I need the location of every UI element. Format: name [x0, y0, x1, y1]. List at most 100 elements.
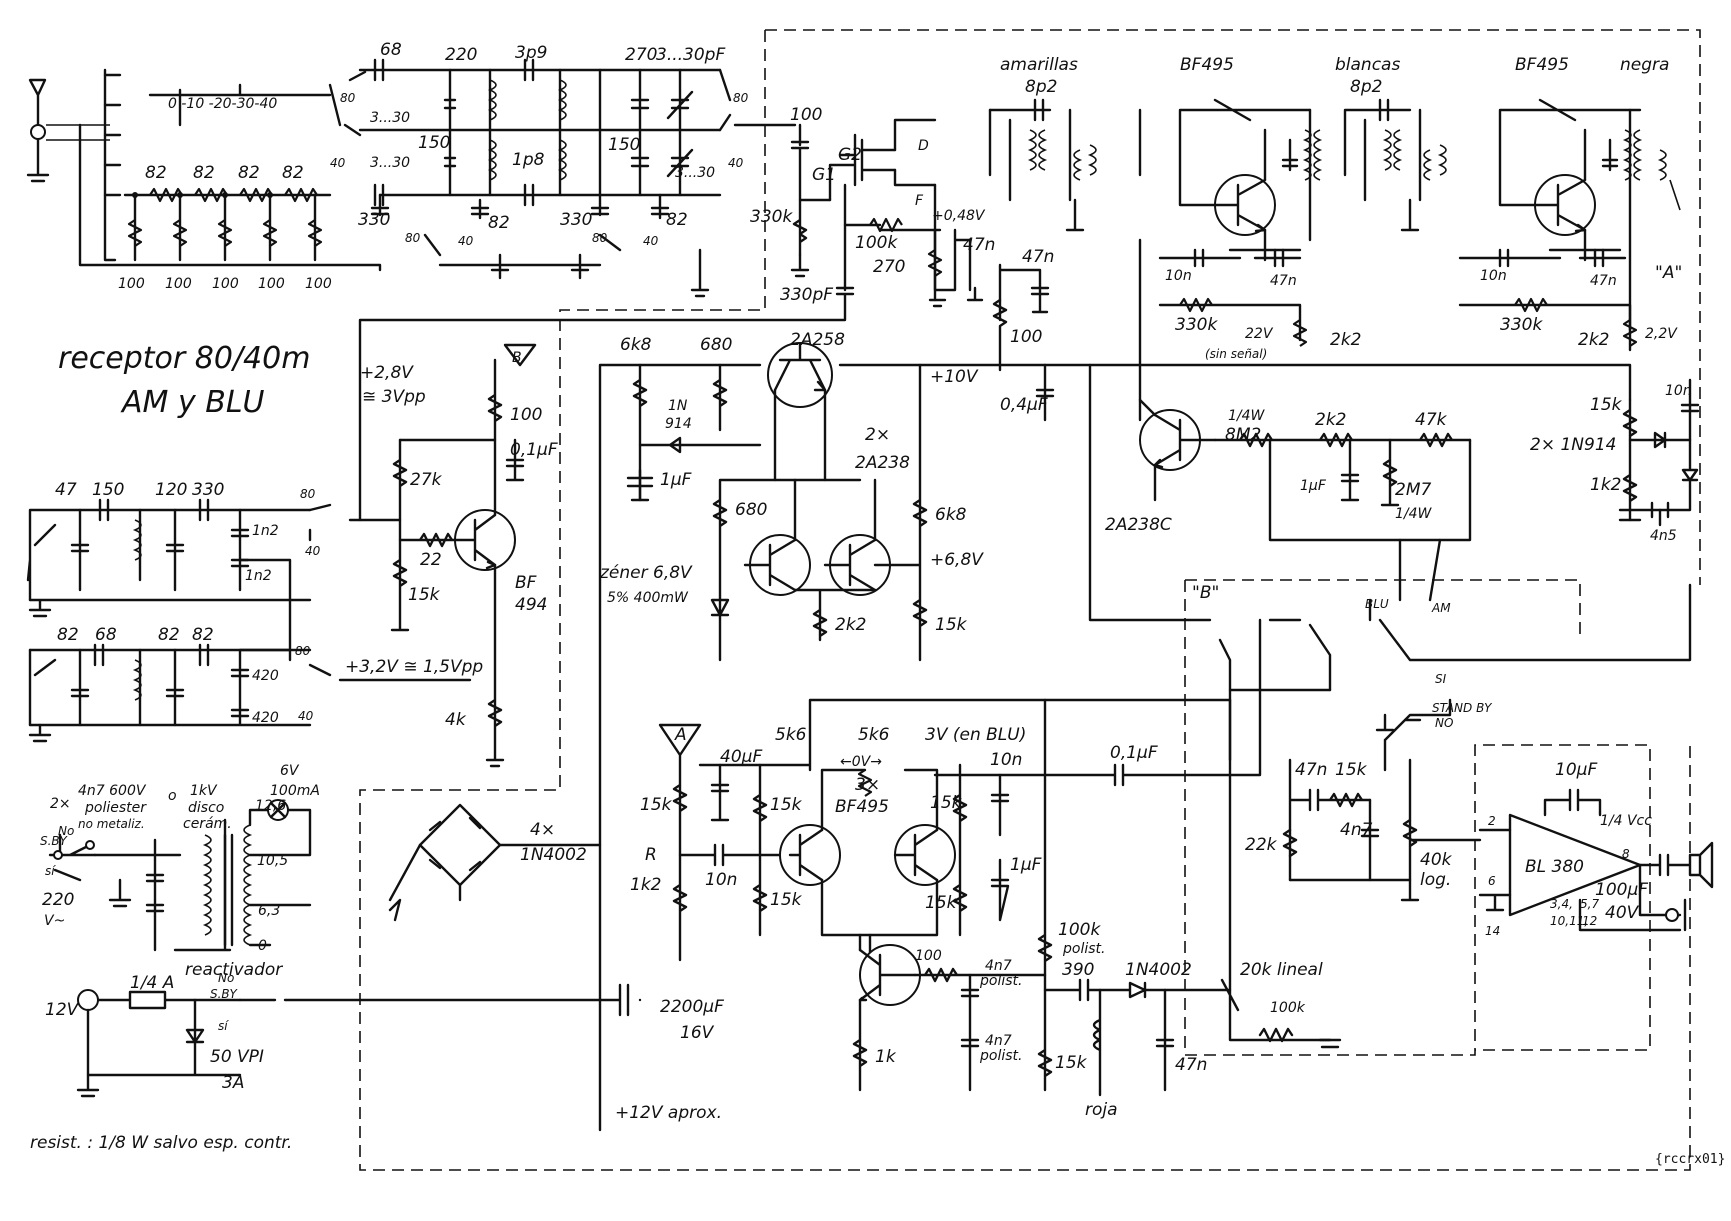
- label-c220: 220: [445, 45, 477, 65]
- label-c10nc: 10n: [1665, 383, 1692, 399]
- label-c330a: 330: [358, 210, 390, 230]
- label-fuse: 1/4 A: [130, 973, 174, 993]
- label-cap-b1: 1kV: [190, 783, 218, 799]
- label-sw-sby: S.BY: [40, 834, 68, 848]
- label-stand-by: STAND BY: [1432, 701, 1493, 715]
- label-r2k2c: 2k2: [835, 615, 866, 635]
- label-r82a: 82: [145, 163, 167, 183]
- footer-note: resist. : 1/8 W salvo esp. contr.: [30, 1133, 292, 1153]
- label-c420a: 420: [252, 668, 279, 684]
- label-r2k2d: 2k2: [1315, 410, 1346, 430]
- label-tap-0: 0: [258, 938, 267, 954]
- label-trim-b: 3...30: [370, 155, 410, 171]
- label-sw40b: 40: [458, 234, 474, 248]
- label-c2200: 2200µF: [660, 997, 724, 1017]
- band-switch-label: 0 -10 -20-30-40: [168, 96, 277, 112]
- label-r100b: 100: [165, 276, 192, 292]
- label-c47nb: 47n: [1022, 247, 1054, 267]
- label-sw80c: 80: [592, 231, 608, 245]
- product-detector: [1618, 378, 1700, 527]
- label-B-point: "B": [1192, 583, 1219, 603]
- label-c01ufb: 0,1µF: [1110, 743, 1158, 763]
- label-c82a: 82: [488, 213, 510, 233]
- label-c4n7b: 4n7: [985, 1033, 1012, 1049]
- label-r2m7: 2M7: [1395, 480, 1431, 500]
- label-trim-c: 3...30: [675, 165, 715, 181]
- label-c47na: 47n: [963, 235, 995, 255]
- label-c82e: 82: [192, 625, 214, 645]
- label-r100kc: 100k: [1270, 1000, 1306, 1016]
- label-ic: BL 380: [1525, 857, 1584, 877]
- label-c4n5: 4n5: [1650, 528, 1677, 544]
- shield-outlines: [359, 29, 1701, 1171]
- label-d1n914: 1N: [668, 398, 688, 414]
- label-pin6: 6: [1488, 874, 1496, 888]
- label-c150c: 150: [92, 480, 124, 500]
- label-v68: +6,8V: [930, 550, 984, 570]
- label-q-2a258: 2A258: [790, 330, 845, 350]
- label-c1ufb: 1µF: [1300, 478, 1327, 494]
- label-v22: 22V: [1245, 326, 1274, 342]
- label-d1n914b: 914: [665, 416, 692, 432]
- label-pins-a: 3,4,: [1550, 897, 1573, 911]
- label-c4n7a: 4n7: [985, 958, 1012, 974]
- label-coil-blancas: blancas: [1335, 55, 1400, 75]
- label-r2m7w: 1/4W: [1395, 506, 1433, 522]
- label-sw40a: 40: [330, 156, 346, 170]
- label-c1n2b: 1n2: [245, 568, 272, 584]
- power-supply: [48, 799, 642, 1098]
- label-coil-blancas-val: 8p2: [1350, 77, 1382, 97]
- label-sin-senal: (sin señal): [1205, 347, 1267, 361]
- mosfet-mixer: [358, 118, 1050, 522]
- label-v3vpp: ≅ 3Vpp: [362, 387, 426, 407]
- label-r15kj: 15k: [1335, 760, 1368, 780]
- label-c68b: 68: [95, 625, 117, 645]
- label-r15kb: 15k: [1590, 395, 1623, 415]
- label-cap-a4: no metaliz.: [78, 817, 145, 831]
- label-sw-si: SI: [1435, 672, 1447, 686]
- label-B-tri: B: [512, 350, 522, 366]
- label-tap-105: 10,5: [257, 853, 288, 869]
- label-r270: 270: [873, 257, 905, 277]
- label-sw-no: NO: [1435, 716, 1453, 730]
- label-sw80d: 80: [733, 91, 749, 105]
- label-q-if1: BF495: [1180, 55, 1234, 75]
- label-c47ne: 47n: [1175, 1055, 1207, 1075]
- label-pins-b: 10,11,: [1550, 914, 1588, 928]
- label-sw-si-c: sí: [218, 1019, 229, 1033]
- label-r100kb: 100k: [1058, 920, 1101, 940]
- label-cap-b2: disco: [188, 800, 224, 816]
- label-v220: 220: [42, 890, 74, 910]
- label-v32: +3,2V ≅ 1,5Vpp: [345, 657, 483, 677]
- label-c100uf: 100µF: [1595, 880, 1648, 900]
- label-c100: 100: [790, 105, 822, 125]
- label-q2a238c: 2A238C: [1105, 515, 1172, 535]
- label-sw40c: 40: [643, 234, 659, 248]
- label-d2x1n914: 2× 1N914: [1530, 435, 1616, 455]
- label-c16v: 16V: [680, 1023, 715, 1043]
- corner-code: {rccrx01}: [1655, 1152, 1725, 1167]
- label-c120: 120: [155, 480, 187, 500]
- label-coil-amarillas: amarillas: [1000, 55, 1078, 75]
- label-r1k2a: 1k2: [1590, 475, 1621, 495]
- label-cap-o: o: [168, 788, 177, 804]
- label-zener2: 5% 400mW: [607, 590, 689, 606]
- label-c390: 390: [1062, 960, 1094, 980]
- label-tap-126: 12,6: [255, 798, 286, 814]
- label-c330c: 330: [192, 480, 224, 500]
- label-g1: G1: [812, 165, 836, 185]
- label-r330kb: 330k: [1175, 315, 1218, 335]
- label-vac: V~: [44, 913, 65, 929]
- label-r15kh: 15k: [925, 893, 958, 913]
- label-c330pf: 330pF: [780, 285, 833, 305]
- label-f: F: [915, 193, 924, 209]
- label-v3blu: 3V (en BLU): [925, 725, 1026, 745]
- label-r15kd: 15k: [640, 795, 673, 815]
- label-q-if2: BF495: [1515, 55, 1569, 75]
- label-coil-roja: roja: [1085, 1100, 1118, 1120]
- label-v12aprox: +12V aprox.: [615, 1103, 722, 1123]
- label-sw-am: AM: [1431, 601, 1451, 615]
- label-pins-c: 5,7: [1580, 897, 1599, 911]
- label-r100a: 100: [118, 276, 145, 292]
- label-lamp1: 6V: [280, 763, 300, 779]
